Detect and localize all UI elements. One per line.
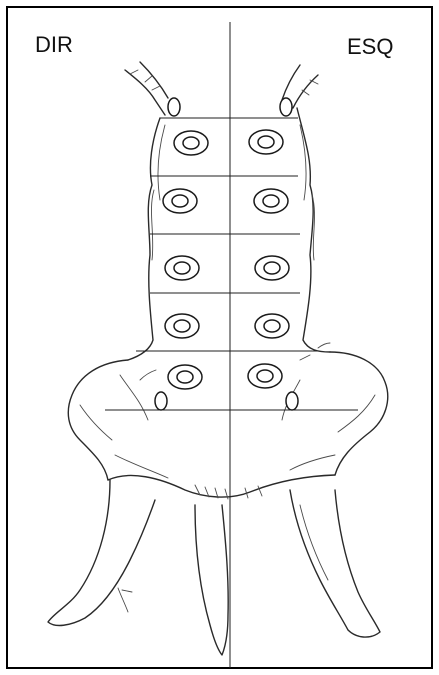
mammary-gland-right-5: [168, 365, 202, 389]
mammary-gland-left-3: [255, 256, 289, 280]
mammary-gland-right-4: [165, 314, 199, 338]
teat-marker: [280, 98, 292, 116]
figure-frame: [7, 7, 432, 668]
mammary-gland-left-4: [255, 314, 289, 338]
animal-outline: [48, 62, 388, 655]
teat-marker: [286, 392, 298, 410]
teat-marker: [155, 392, 167, 410]
mammary-gland-left-1: [249, 130, 283, 154]
mammary-gland-left-5: [248, 364, 282, 388]
teat-marker: [168, 98, 180, 116]
mammary-gland-left-2: [254, 189, 288, 213]
mammary-gland-right-1: [174, 131, 208, 155]
mammary-gland-right-2: [163, 189, 197, 213]
right-side-label: DIR: [35, 32, 73, 57]
left-side-label: ESQ: [347, 34, 393, 59]
gland-division-lines: [105, 118, 358, 410]
mammary-gland-right-3: [165, 256, 199, 280]
